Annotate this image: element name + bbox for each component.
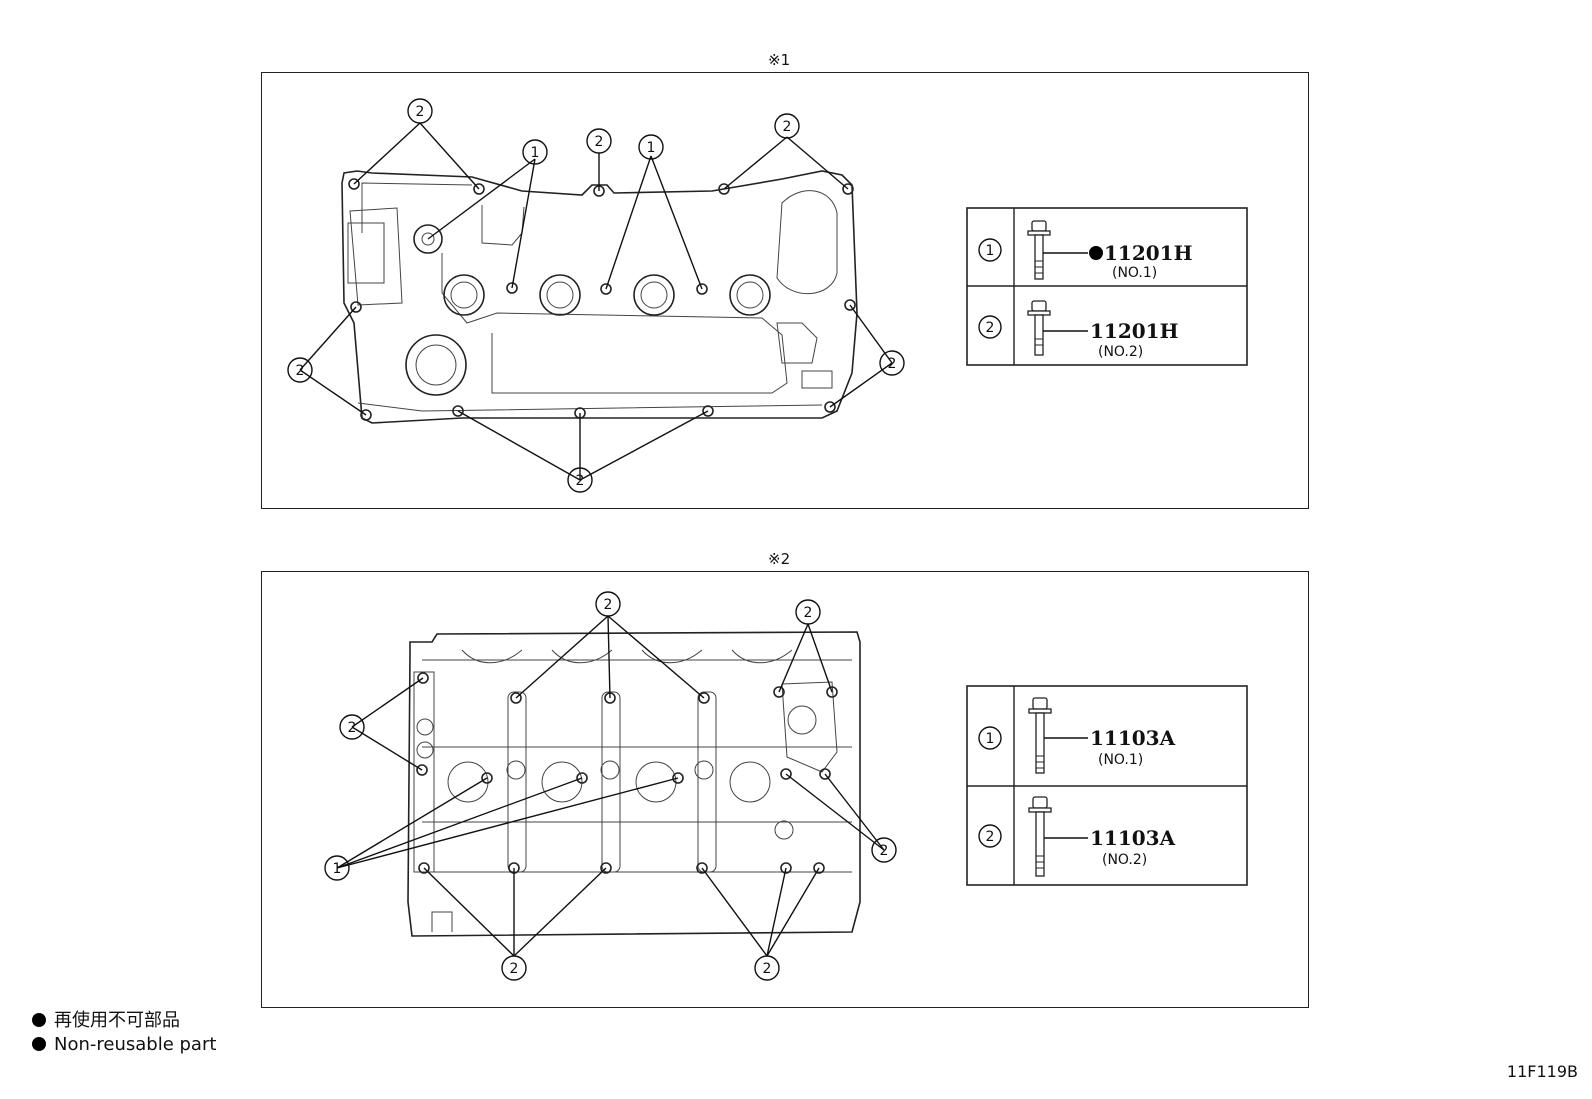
spark-plug-tube-holes xyxy=(405,224,771,396)
svg-text:2: 2 xyxy=(986,829,995,845)
callout-2-mid-right: 2 xyxy=(879,350,905,376)
svg-text:2: 2 xyxy=(510,961,519,977)
cylinder-head-cover-diagram: 2 2 2 1 1 2 2 2 1 xyxy=(287,98,1248,493)
bolt-table-1-row-2: 2 11201H (NO.2) xyxy=(978,300,1178,360)
bolt-holes xyxy=(348,178,856,421)
svg-text:(NO.2): (NO.2) xyxy=(1102,852,1147,868)
svg-text:(NO.1): (NO.1) xyxy=(1098,752,1143,768)
flange-bolt-icon xyxy=(1027,220,1088,280)
panel-1-mark: ※1 xyxy=(768,51,791,69)
bolt-table-1-row-1: 1 11201H (NO.1) xyxy=(978,220,1192,281)
svg-text:2: 2 xyxy=(804,605,813,621)
svg-text:(NO.2): (NO.2) xyxy=(1098,344,1143,360)
callout-2-top-center: 2 xyxy=(595,591,621,617)
svg-text:1: 1 xyxy=(333,861,342,877)
svg-text:1: 1 xyxy=(531,145,540,161)
svg-text:2: 2 xyxy=(763,961,772,977)
svg-text:2: 2 xyxy=(888,356,897,372)
callout-1-left: 1 xyxy=(324,855,350,881)
svg-text:2: 2 xyxy=(576,473,585,489)
svg-text:2: 2 xyxy=(783,119,792,135)
legend-text-en: Non-reusable part xyxy=(54,1034,217,1055)
svg-text:11201H: 11201H xyxy=(1090,319,1178,343)
bolt-table-2-row-1: 1 11103A (NO.1) xyxy=(978,697,1176,774)
combustion-chambers xyxy=(416,705,817,840)
legend: 再使用不可部品 Non-reusable part xyxy=(32,1006,216,1055)
svg-text:11201H: 11201H xyxy=(1104,241,1192,265)
callout-1-center: 1 xyxy=(638,134,664,160)
flange-bolt-icon xyxy=(1028,697,1088,774)
bolt-holes xyxy=(416,672,838,874)
legend-item-en: Non-reusable part xyxy=(32,1034,216,1055)
svg-text:1: 1 xyxy=(986,243,995,259)
callout-2-top-center: 2 xyxy=(586,128,612,154)
svg-text:11103A: 11103A xyxy=(1090,726,1176,750)
non-reusable-dot-icon xyxy=(32,1037,46,1051)
legend-text-jp: 再使用不可部品 xyxy=(54,1010,180,1031)
svg-text:2: 2 xyxy=(416,104,425,120)
cylinder-head-diagram: 2 2 2 1 2 2 2 1 xyxy=(324,591,1248,981)
svg-text:2: 2 xyxy=(880,843,889,859)
callout-2-mid-left: 2 xyxy=(287,357,313,383)
cylinder-head-cover-outline xyxy=(341,170,858,424)
bolt-table-2: 1 11103A (NO.1) 2 xyxy=(966,685,1248,886)
svg-text:2: 2 xyxy=(348,720,357,736)
bolt-table-1: 1 11201H (NO.1) 2 xyxy=(966,207,1248,366)
svg-text:1: 1 xyxy=(986,731,995,747)
callout-2-top-left: 2 xyxy=(407,98,433,124)
callout-2-right: 2 xyxy=(871,837,897,863)
callout-2-top-right: 2 xyxy=(795,599,821,625)
legend-item-jp: 再使用不可部品 xyxy=(32,1006,216,1032)
callout-2-bottom: 2 xyxy=(567,467,593,493)
svg-text:2: 2 xyxy=(604,597,613,613)
svg-text:2: 2 xyxy=(986,320,995,336)
svg-text:2: 2 xyxy=(296,363,305,379)
leader-lines xyxy=(299,122,893,481)
svg-text:11103A: 11103A xyxy=(1090,826,1176,850)
panel-2-mark: ※2 xyxy=(768,550,791,568)
callout-2-bottom-right: 2 xyxy=(754,955,780,981)
panel-2: 2 2 2 1 2 2 2 1 xyxy=(261,571,1309,1008)
bolt-table-2-row-2: 2 11103A (NO.2) xyxy=(978,796,1176,877)
panel-1: 2 2 2 1 1 2 2 2 1 xyxy=(261,72,1309,509)
non-reusable-dot-icon xyxy=(32,1013,46,1027)
callout-2-bottom-left: 2 xyxy=(501,955,527,981)
flange-bolt-icon xyxy=(1028,796,1088,877)
cylinder-head-outline xyxy=(407,631,861,937)
flange-bolt-icon xyxy=(1027,300,1088,356)
non-reusable-dot xyxy=(1089,246,1103,260)
svg-text:2: 2 xyxy=(595,134,604,150)
callout-1-left: 1 xyxy=(522,139,548,165)
figure-code: 11F119B xyxy=(1506,1062,1578,1081)
leader-lines xyxy=(336,615,885,957)
svg-text:(NO.1): (NO.1) xyxy=(1112,265,1157,281)
svg-text:1: 1 xyxy=(647,140,656,156)
callout-2-left: 2 xyxy=(339,714,365,740)
callout-2-top-right: 2 xyxy=(774,113,800,139)
